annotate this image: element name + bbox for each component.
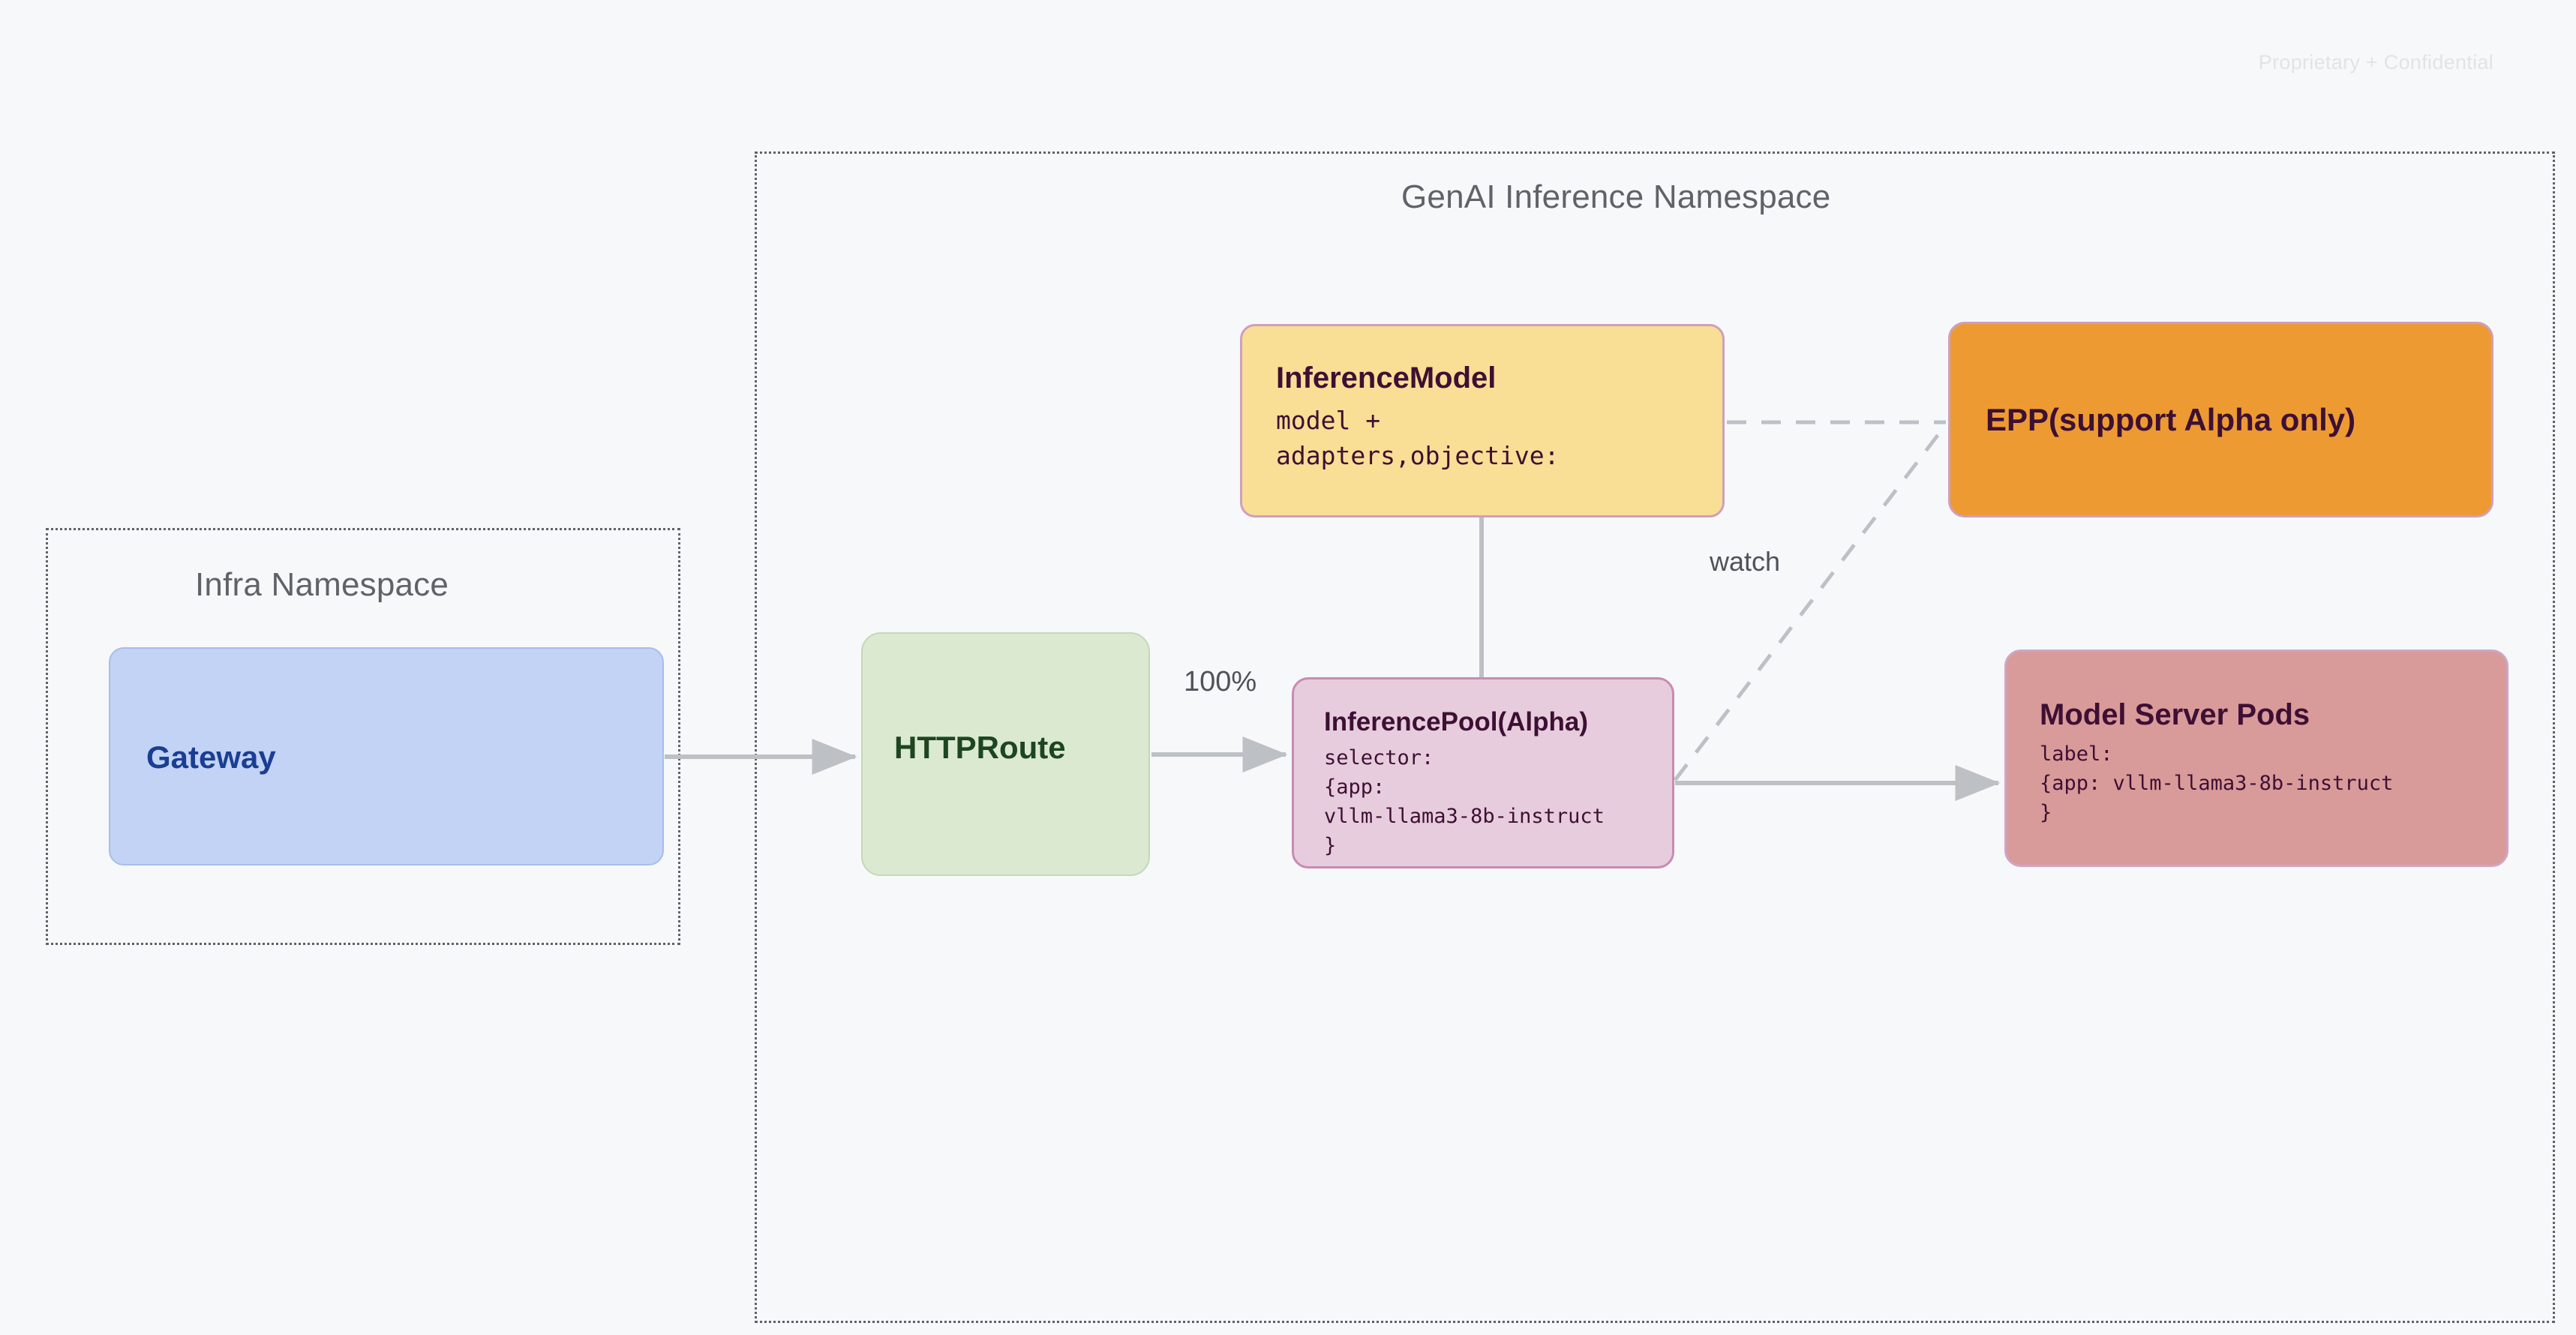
node-inferencepool-body: selector: {app: vllm-llama3-8b-instruct … xyxy=(1324,746,1605,858)
namespace-infra xyxy=(46,528,680,945)
node-epp[interactable]: EPP(support Alpha only) xyxy=(1948,322,2493,518)
namespace-infra-title: Infra Namespace xyxy=(195,566,449,603)
confidential-watermark: Proprietary + Confidential xyxy=(2258,51,2493,74)
node-inferencemodel[interactable]: InferenceModel model + adapters,objectiv… xyxy=(1240,324,1725,518)
edge-label-traffic-weight: 100% xyxy=(1184,666,1257,698)
node-httproute-title: HTTPRoute xyxy=(894,730,1066,765)
node-model-server-pods-title: Model Server Pods xyxy=(2040,698,2310,731)
node-httproute[interactable]: HTTPRoute xyxy=(861,632,1150,876)
node-model-server-pods[interactable]: Model Server Pods label: {app: vllm-llam… xyxy=(2004,650,2508,867)
node-model-server-pods-body: label: {app: vllm-llama3-8b-instruct } xyxy=(2040,742,2394,825)
node-inferencemodel-title: InferenceModel xyxy=(1276,362,1497,394)
edge-label-watch: watch xyxy=(1710,546,1781,577)
node-gateway-title: Gateway xyxy=(146,740,276,775)
namespace-genai-inference-title: GenAI Inference Namespace xyxy=(1401,178,1831,215)
node-inferencepool-title: InferencePool(Alpha) xyxy=(1324,707,1588,736)
namespace-genai-inference xyxy=(755,152,2555,1323)
node-epp-title: EPP(support Alpha only) xyxy=(1986,402,2356,437)
node-gateway[interactable]: Gateway xyxy=(109,647,664,866)
node-inferencemodel-body: model + adapters,objective: xyxy=(1276,406,1560,470)
node-inferencepool[interactable]: InferencePool(Alpha) selector: {app: vll… xyxy=(1292,677,1674,868)
